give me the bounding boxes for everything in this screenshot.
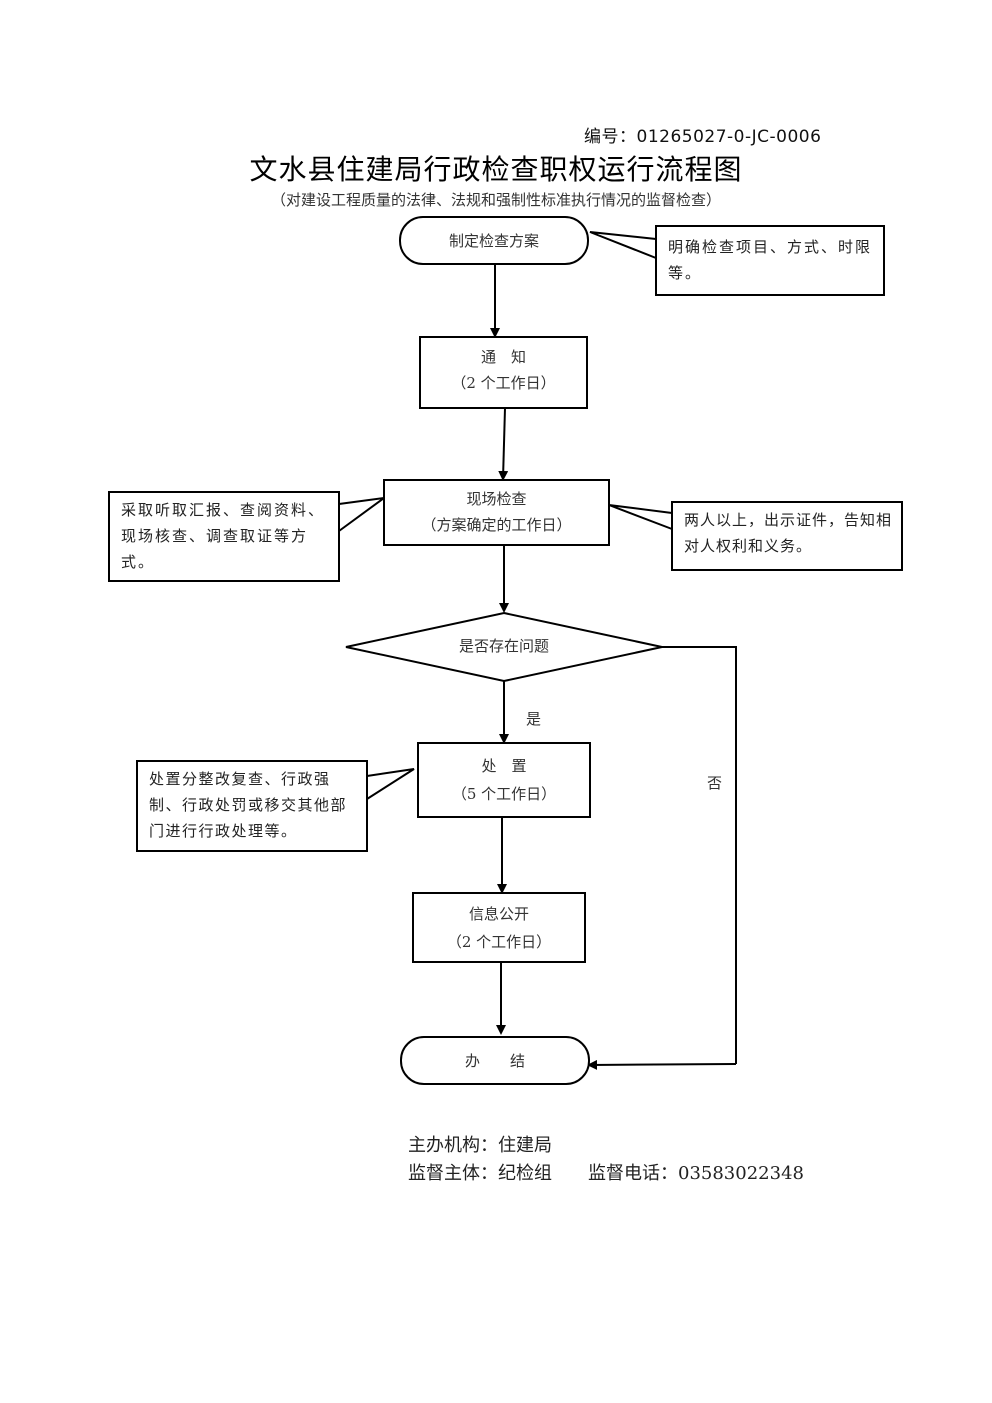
plan-note-callout: [589, 231, 657, 259]
organizer-info: 主办机构：住建局: [408, 1135, 552, 1156]
publish-label: 信息公开: [468, 905, 529, 923]
plan-note-text: 明确检查项目、方式、时限等。: [668, 238, 873, 282]
inspect-box: [383, 479, 610, 546]
decision-label: 是否存在问题: [458, 637, 549, 655]
inspect-rule-note-box: [671, 501, 903, 571]
inspect-duration: （方案确定的工作日）: [421, 516, 572, 534]
page-title: 文水县住建局行政检查职权运行流程图: [249, 153, 743, 186]
no-branch-label: 否: [707, 774, 723, 792]
handle-label: 处 置: [481, 757, 527, 775]
end-label: 办 结: [464, 1052, 525, 1070]
document-number: 编号：01265027-0-JC-0006: [584, 127, 822, 147]
inspect-method-callout: [338, 497, 385, 532]
publish-duration: （2 个工作日）: [446, 933, 552, 951]
page-subtitle: （对建设工程质量的法律、法规和强制性标准执行情况的监督检查）: [270, 191, 721, 209]
notify-duration: （2 个工作日）: [451, 374, 556, 392]
inspect-rule-note-text: 两人以上，出示证件，告知相对人权利和义务。: [684, 511, 893, 555]
handle-note-box: [136, 760, 368, 852]
start-label: 制定检查方案: [448, 232, 539, 250]
inspect-method-note-box: [108, 491, 340, 582]
handle-box: [417, 742, 591, 818]
arrow-no-to-end: [587, 1059, 737, 1070]
notify-box: [419, 336, 588, 409]
inspect-method-note-text: 采取听取汇报、查阅资料、现场核查、调查取证等方式。: [121, 501, 326, 571]
no-branch-line: [662, 646, 737, 1064]
yes-branch-label: 是: [526, 710, 542, 728]
inspect-label: 现场检查: [466, 490, 527, 508]
supervisor-info: 监督主体：纪检组: [408, 1163, 552, 1184]
plan-note-box: [655, 225, 885, 296]
inspect-rule-callout: [608, 504, 673, 530]
end-terminal: [400, 1036, 590, 1085]
supervision-phone: 监督电话：03583022348: [588, 1163, 804, 1184]
handle-note-callout: [366, 768, 415, 800]
notify-label: 通 知: [480, 348, 526, 366]
arrow-notify-to-inspect: [498, 407, 509, 481]
handle-duration: （5 个工作日）: [451, 785, 557, 803]
handle-note-text: 处置分整改复查、行政强制、行政处罚或移交其他部门进行行政处理等。: [149, 770, 348, 840]
publish-box: [412, 892, 586, 963]
